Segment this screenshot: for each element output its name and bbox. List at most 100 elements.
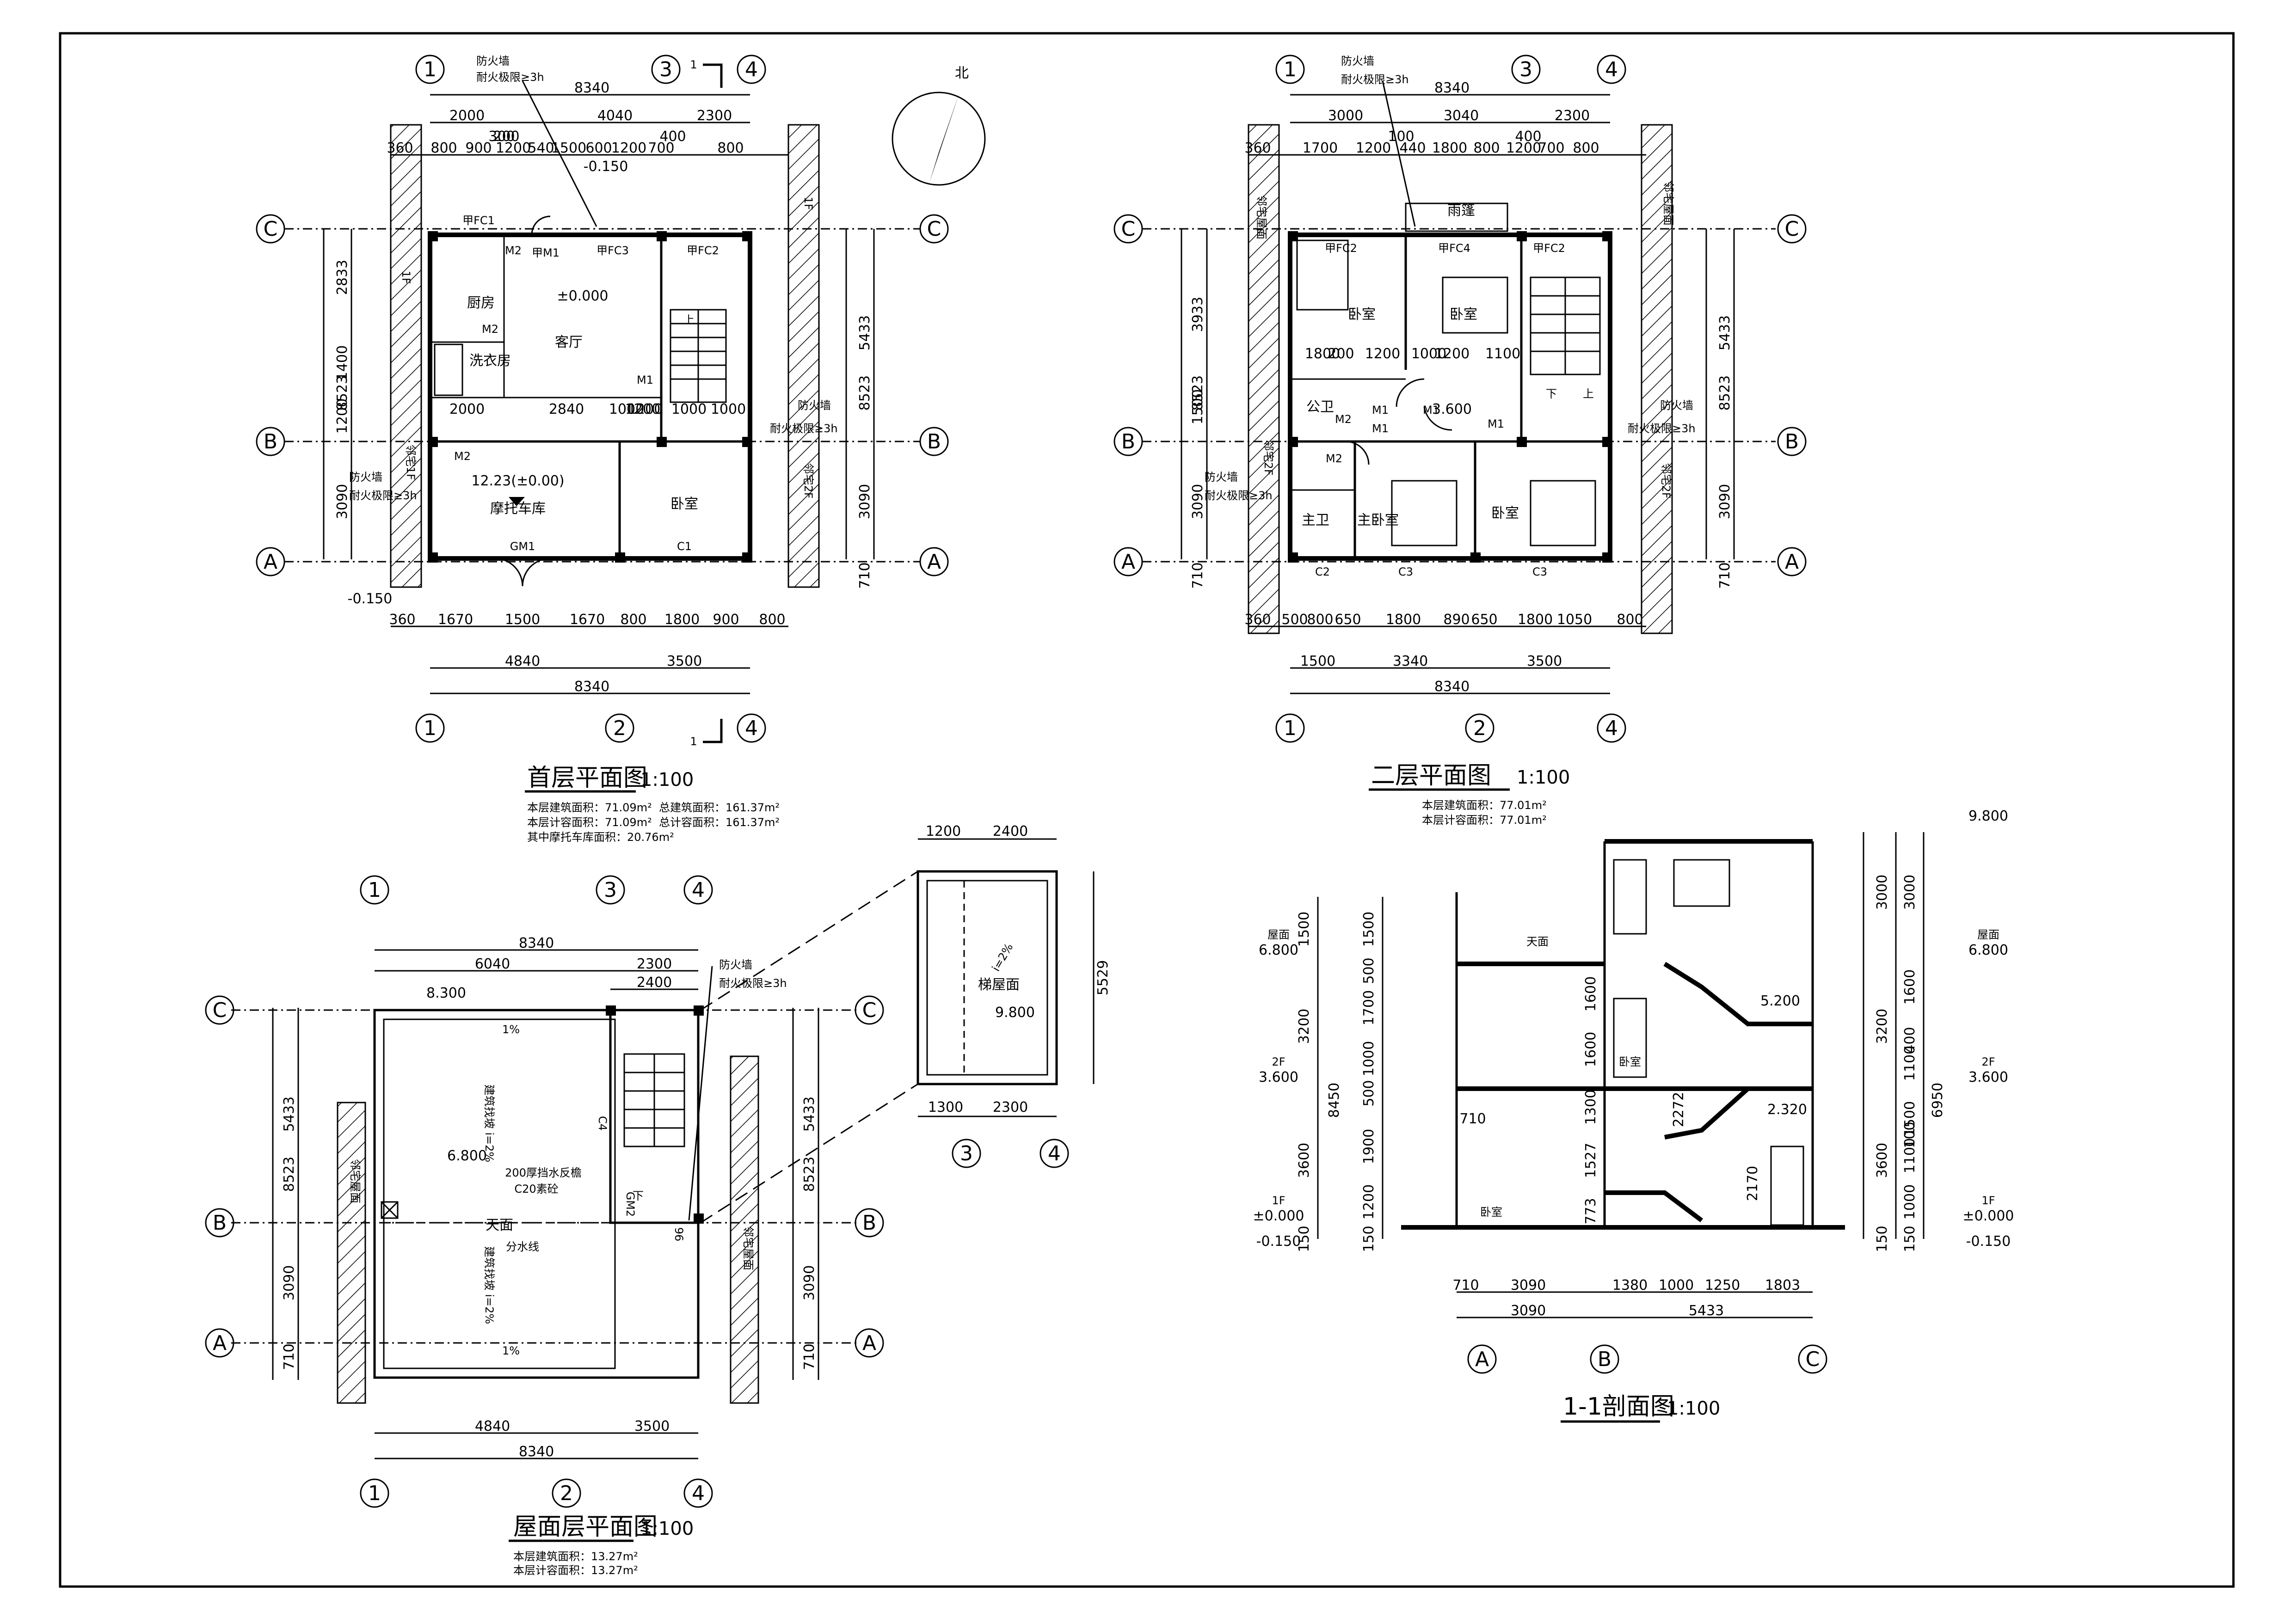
axis-right-b-bubble [1777, 427, 1807, 456]
door-tag: M2 [1326, 452, 1342, 465]
area-note: 本层计容面积：77.01m² [1422, 814, 1547, 827]
axis-top-4-bubble [1597, 55, 1626, 84]
dim-top-row3: 1200 [611, 140, 646, 156]
door-tag: M2 [482, 323, 498, 336]
dim-bottom-row2: 1500 [1300, 653, 1335, 669]
firewall-note: 防火墙 [349, 471, 382, 484]
axis-bottom-1: 1 [368, 1482, 381, 1505]
column [606, 1005, 616, 1016]
dim-inner: 1000 [609, 401, 644, 417]
level-value: 6.800 [1259, 942, 1298, 958]
level-marker [509, 497, 525, 506]
dim-right-outer: 3600 [1874, 1143, 1890, 1178]
detail-leader [700, 870, 918, 1011]
axis-3: 3 [960, 1142, 973, 1165]
dim-right-inner: 100 [1902, 1121, 1918, 1148]
column [1288, 231, 1298, 241]
dim-left-outer: 1500 [1296, 912, 1312, 947]
dim-left-inner: 500 [1361, 1080, 1377, 1106]
roof-label: 建筑找坡 i=2% [483, 1246, 496, 1324]
axis-a-bubble [1467, 1344, 1497, 1374]
axis-left-c: C [213, 999, 227, 1022]
axis-top-1-bubble [1275, 55, 1305, 84]
axis-bottom-2: 2 [613, 717, 626, 740]
dim-top-row2: 6040 [475, 956, 510, 972]
door-tag: M1 [1372, 422, 1389, 435]
dim-top-row2: 2300 [697, 108, 732, 124]
room-label: 卧室 [1450, 306, 1477, 323]
area-note: 本层计容面积：71.09m² [527, 816, 652, 829]
neighbor-wall-right [1641, 124, 1673, 634]
stair-label: 上 [1583, 387, 1594, 400]
elevation: -0.150 [348, 591, 393, 607]
axis-left-b: B [213, 1211, 227, 1235]
dim-top-row3: 360 [1244, 140, 1271, 156]
axis-top-4-bubble [683, 875, 713, 905]
plan-title: 二层平面图 [1371, 762, 1491, 790]
firewall-note: 防火墙 [719, 958, 752, 971]
axis-top-3-bubble [1511, 55, 1541, 84]
dim-bottom-row1: 360 [1244, 612, 1271, 628]
dim-left: 710 [1190, 562, 1206, 588]
slope-label: i=2% [990, 941, 1016, 974]
firewall-note: 耐火极限≥3h [476, 71, 544, 84]
dim-mid: 1600 [1583, 976, 1599, 1011]
axis-top-1-bubble [360, 875, 389, 905]
axis-top-1-bubble [415, 55, 445, 84]
dim-top-row3: 900 [465, 140, 492, 156]
elevation: -0.150 [584, 159, 628, 175]
level-value: -0.150 [1966, 1233, 2011, 1250]
elevation: 9.800 [995, 1005, 1035, 1021]
dim-inner: 1200 [627, 401, 663, 417]
window [1613, 859, 1647, 935]
axis-left-b-bubble [256, 427, 285, 456]
north-arrow [892, 92, 986, 186]
dim-left: 3090 [1190, 484, 1206, 519]
stair-flight [1663, 962, 1813, 1026]
dim-left: 3090 [281, 1265, 297, 1300]
axis-right-a-bubble [919, 547, 949, 576]
level-name: 2F [1981, 1055, 1995, 1068]
door-tag: C1 [677, 540, 692, 553]
elevation: 12.23(±0.00) [471, 473, 564, 489]
dim-top-row3: 1800 [1432, 140, 1467, 156]
axis-top-4: 4 [1605, 58, 1618, 81]
column [615, 552, 625, 563]
axis-right-c-bubble [919, 214, 949, 244]
dim-inner: 1000 [1411, 346, 1446, 362]
axis-right-b: B [862, 1211, 876, 1235]
axis-c: C [1806, 1348, 1820, 1371]
door-tag: C3 [1532, 565, 1547, 578]
roof-label: 天面 [486, 1217, 513, 1233]
outer-wall [428, 233, 752, 561]
dim-inner: 2840 [549, 401, 584, 417]
dim-top-row2: 2300 [1555, 108, 1590, 124]
firewall-note: 耐火极限≥3h [719, 977, 787, 990]
door-tag: M1 [637, 374, 653, 386]
dim-top-row3: 600 [585, 140, 612, 156]
neighbor-wall-right [730, 1055, 759, 1404]
dim-right-inner: 1000 [1902, 1184, 1918, 1220]
axis-bottom-4-bubble [1597, 713, 1626, 743]
room-label: 公卫 [1306, 399, 1334, 415]
axis-left-b: B [1121, 430, 1135, 453]
dim-top-row2: 2000 [449, 108, 485, 124]
roof-label: C20素砼 [514, 1183, 558, 1195]
room-label: 摩托车库 [490, 501, 546, 517]
elevation: ±0.000 [557, 288, 608, 304]
garage-door [522, 558, 551, 587]
stair-label: 上 [683, 313, 695, 326]
dim-top-row3: 360 [387, 140, 413, 156]
dim-total: 8340 [574, 80, 609, 96]
axis-top-1: 1 [368, 878, 381, 902]
axis-bottom-4-bubble [683, 1478, 713, 1508]
plan-scale: 1:100 [640, 1518, 694, 1539]
neighbor-tag: 邻宅屋面 [1255, 195, 1268, 239]
axis-left-a: A [213, 1331, 227, 1355]
dim-inner: 1200 [625, 401, 660, 417]
column [1602, 231, 1612, 241]
area-note: 总计容面积：161.37m² [659, 816, 780, 829]
dim-bottom-row1: 1800 [664, 612, 700, 628]
column [1288, 552, 1298, 563]
dim-mid: 773 [1583, 1198, 1599, 1224]
